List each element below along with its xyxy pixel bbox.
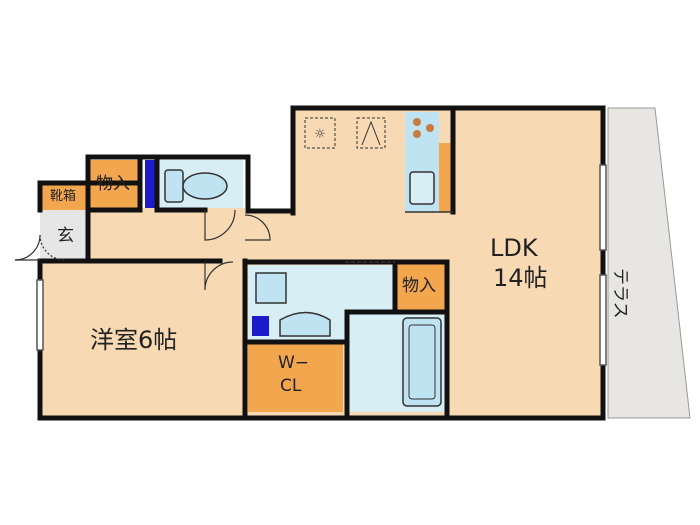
burner-icon: [413, 118, 421, 126]
refrigerator-space: [304, 117, 336, 149]
toilet-tank: [164, 169, 184, 203]
kitchen-space: [356, 117, 386, 149]
toilet-bowl: [182, 172, 228, 200]
ldk-room-size: 14帖: [493, 264, 548, 292]
thin-walls: [345, 211, 453, 263]
storage-mid-label: 物入: [402, 276, 436, 296]
vent-fan-icon: ☼: [314, 127, 326, 142]
bathtub-inner: [408, 324, 436, 400]
shoe-box-label: 靴箱: [50, 189, 77, 204]
windows: [36, 164, 607, 366]
terrace-area: [607, 107, 691, 419]
wcl-label-line1: W−: [278, 353, 310, 373]
kitchen-counter-side: [439, 143, 453, 212]
terrace-label: テラス: [610, 268, 630, 319]
washing-machine: [255, 272, 287, 304]
wcl-label-line2: CL: [280, 376, 302, 396]
burner-icon: [426, 124, 434, 132]
western-room-label: 洋室6帖: [90, 326, 178, 354]
bathtub: [402, 317, 442, 407]
kitchen-sink: [409, 171, 435, 205]
storage-mid: [397, 263, 447, 311]
storage-top-label: 物入: [96, 174, 130, 194]
pipe-shaft-2: [252, 316, 269, 336]
entrance-floor: [40, 210, 90, 260]
range-hood-mark: [361, 120, 381, 146]
pipe-shaft-1: [145, 160, 156, 208]
walls: [37, 105, 606, 421]
doors: [14, 209, 271, 291]
ldk-room-name: LDK: [490, 234, 538, 262]
walk-in-closet: [248, 342, 343, 412]
entrance-label: 玄: [57, 226, 74, 246]
shoe-box: [40, 183, 87, 210]
washbasin: [279, 311, 331, 337]
burner-icon: [413, 130, 421, 138]
